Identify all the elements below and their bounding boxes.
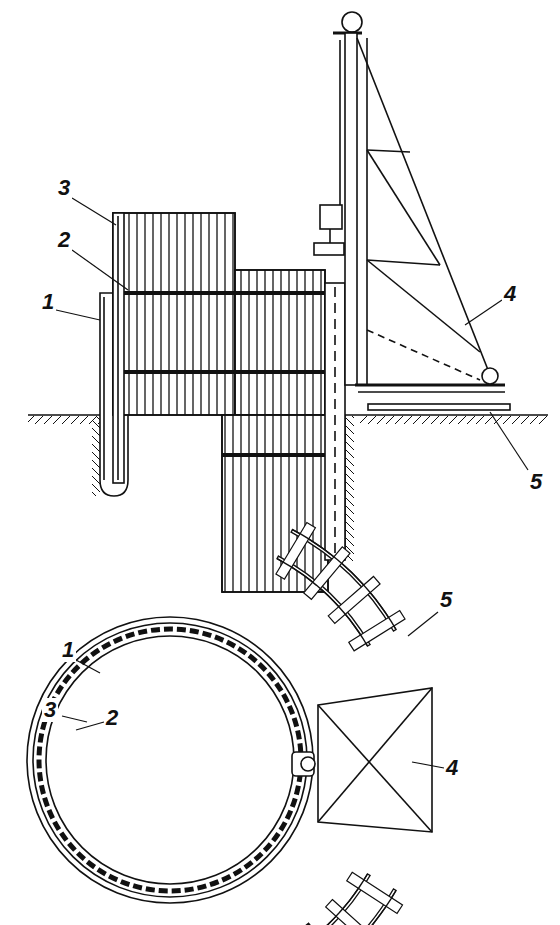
callout-number: 2	[56, 228, 72, 252]
plan-view	[27, 523, 432, 925]
leader-lines	[56, 198, 528, 768]
callout-number: 1	[40, 290, 56, 314]
callout-number: 1	[60, 638, 76, 662]
callout-number: 3	[56, 176, 72, 200]
callout-number: 5	[438, 588, 454, 612]
callout-number: 4	[502, 282, 518, 306]
callout-number: 4	[444, 756, 460, 780]
callout-number: 5	[528, 470, 544, 494]
callout-number: 2	[104, 706, 120, 730]
elevation-view	[28, 12, 548, 592]
callout-number: 3	[42, 698, 58, 722]
